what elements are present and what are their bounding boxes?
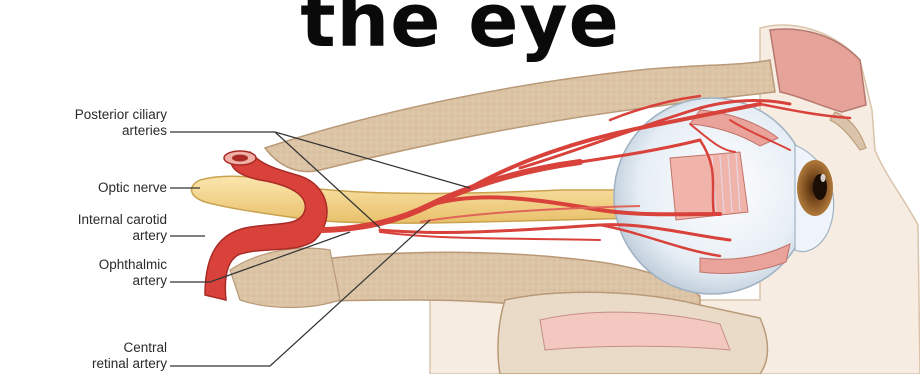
label-line: Internal carotid xyxy=(0,212,167,228)
label-central-retinal-artery: Central retinal artery xyxy=(0,340,167,372)
label-line: Ophthalmic xyxy=(0,257,167,273)
label-line: retinal artery xyxy=(0,356,167,372)
label-line: artery xyxy=(0,273,167,289)
sphenoid-bone xyxy=(230,248,340,307)
page-title: the eye xyxy=(0,0,920,58)
label-internal-carotid-artery: Internal carotid artery xyxy=(0,212,167,244)
label-line: Optic nerve xyxy=(0,180,167,196)
label-ophthalmic-artery: Ophthalmic artery xyxy=(0,257,167,289)
label-line: arteries xyxy=(0,123,167,139)
optic-nerve xyxy=(192,176,640,223)
label-posterior-ciliary-arteries: Posterior ciliary arteries xyxy=(0,107,167,139)
label-optic-nerve: Optic nerve xyxy=(0,180,167,196)
label-line: artery xyxy=(0,228,167,244)
label-line: Posterior ciliary xyxy=(0,107,167,123)
label-line: Central xyxy=(0,340,167,356)
